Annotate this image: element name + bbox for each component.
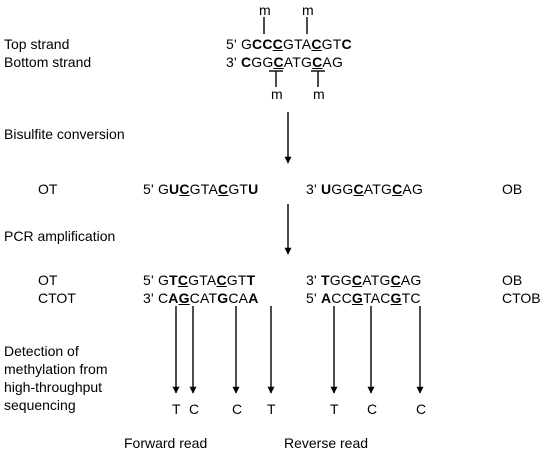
seq-run: T: [320, 272, 330, 288]
seq-run: C: [392, 181, 403, 197]
seq-run: GTA: [282, 36, 312, 52]
seq-ob-pcr: 3' TGGCATGCAG: [306, 272, 422, 288]
seq-run: 5' G: [143, 181, 170, 197]
seq-run: C: [341, 36, 352, 52]
seq-run: CC: [331, 290, 352, 306]
seq-run: C: [272, 36, 283, 52]
seq-run: A: [168, 290, 179, 306]
seq-run: U: [320, 181, 332, 197]
seq-run: 3': [226, 54, 241, 70]
seq-top-strand: 5' GCCCGTACGTC: [226, 36, 352, 52]
read-letter-3: C: [232, 401, 243, 417]
seq-run: ATG: [363, 181, 393, 197]
read-letter-1: T: [172, 401, 181, 417]
seq-run: GG: [251, 54, 274, 70]
methyl-mark-bottom-2: m: [313, 86, 325, 102]
seq-run: C: [311, 36, 322, 52]
seq-run: C: [351, 272, 363, 288]
seq-run: G: [178, 290, 190, 306]
seq-run: AG: [400, 272, 422, 288]
read-letter-2: C: [189, 401, 200, 417]
seq-run: 3' C: [143, 290, 169, 306]
label-detection-line-1: Detection of: [4, 343, 79, 359]
label-bisulfite-conversion: Bisulfite conversion: [4, 126, 125, 142]
seq-run: C: [312, 54, 323, 70]
seq-run: 5': [306, 290, 321, 306]
seq-run: A: [320, 290, 332, 306]
label-top-strand: Top strand: [4, 36, 70, 52]
seq-run: U: [169, 181, 180, 197]
methyl-mark-top-2: m: [302, 2, 314, 18]
seq-run: ATG: [283, 54, 313, 70]
seq-run: GG: [329, 272, 352, 288]
label-ctob: CTOB: [502, 290, 541, 306]
label-forward-read: Forward read: [124, 435, 208, 451]
seq-run: GT: [321, 36, 342, 52]
seq-ob-bisulfite: 3' UGGCATGCAG: [306, 181, 423, 197]
seq-run: GT: [226, 272, 247, 288]
read-letter-4: T: [267, 401, 276, 417]
seq-run: TAC: [362, 290, 391, 306]
seq-run: GTA: [188, 272, 217, 288]
seq-ot-pcr: 5' GTCGTACGTT: [143, 272, 255, 288]
methyl-mark-bottom-1: m: [271, 86, 283, 102]
seq-run: GT: [228, 181, 249, 197]
label-detection-line-3: high-throughput: [4, 379, 103, 395]
label-bottom-strand: Bottom strand: [4, 54, 92, 70]
seq-run: 5' G: [143, 272, 170, 288]
seq-run: G: [390, 290, 402, 306]
seq-run: 5' G: [226, 36, 253, 52]
seq-ctob: 5' ACCGTACGTC: [306, 290, 421, 306]
seq-run: C: [179, 181, 190, 197]
label-ctot: CTOT: [38, 290, 76, 306]
seq-bottom-strand: 3' CGGCATGCAG: [226, 54, 343, 70]
read-letter-7: C: [416, 401, 427, 417]
seq-run: TC: [401, 290, 421, 306]
label-detection-line-4: sequencing: [4, 397, 76, 413]
seq-run: AG: [322, 54, 344, 70]
seq-run: ATG: [362, 272, 391, 288]
label-ob-pcr: OB: [502, 272, 523, 288]
seq-run: A: [248, 290, 259, 306]
label-reverse-read: Reverse read: [284, 435, 369, 451]
read-letter-6: C: [367, 401, 378, 417]
seq-run: GG: [331, 181, 354, 197]
seq-run: C: [273, 54, 284, 70]
seq-run: CC: [252, 36, 273, 52]
seq-run: C: [177, 272, 189, 288]
label-ot-bisulfite: OT: [38, 181, 58, 197]
seq-run: T: [246, 272, 256, 288]
seq-run: 3': [306, 272, 321, 288]
seq-run: C: [390, 272, 401, 288]
read-letter-5: T: [330, 401, 339, 417]
seq-run: CAT: [189, 290, 218, 306]
label-pcr-amplification: PCR amplification: [4, 228, 116, 244]
methyl-mark-top-1: m: [259, 2, 271, 18]
seq-run: G: [217, 290, 229, 306]
seq-run: U: [248, 181, 259, 197]
seq-ot-bisulfite: 5' GUCGTACGTU: [143, 181, 258, 197]
seq-run: C: [353, 181, 364, 197]
seq-run: C: [216, 272, 227, 288]
seq-run: 3': [306, 181, 321, 197]
seq-run: C: [240, 54, 252, 70]
label-detection-line-2: methylation from: [4, 361, 108, 377]
label-ob-bisulfite: OB: [502, 181, 523, 197]
seq-run: C: [218, 181, 229, 197]
seq-run: G: [351, 290, 363, 306]
seq-run: T: [169, 272, 178, 288]
label-ot-pcr: OT: [38, 272, 58, 288]
seq-run: AG: [402, 181, 424, 197]
seq-run: GTA: [189, 181, 219, 197]
seq-run: CA: [228, 290, 249, 306]
seq-ctot: 3' CAGCATGCAA: [143, 290, 259, 306]
